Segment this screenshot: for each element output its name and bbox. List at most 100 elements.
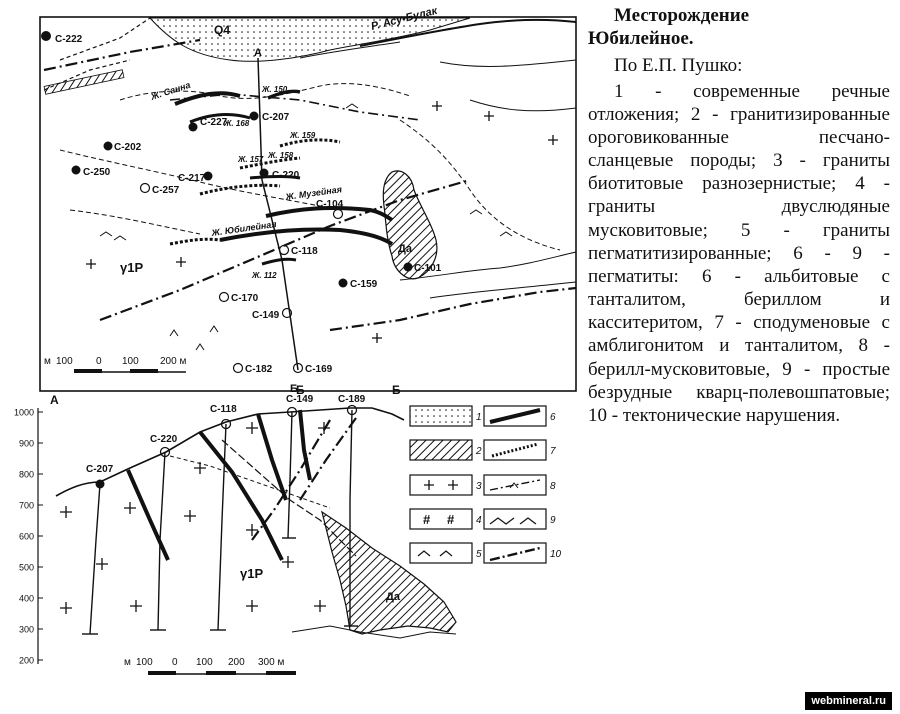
vein-112 xyxy=(261,257,297,266)
legend-peg-symbol xyxy=(417,550,453,557)
boundary-line xyxy=(69,209,201,235)
well-marker xyxy=(278,244,290,256)
legend-number: 6 xyxy=(550,412,556,423)
geologic-map: С-222 С-227 С-207 С-202 С-250 С-217 С-25… xyxy=(39,5,577,395)
vein-168 xyxy=(189,113,251,124)
section-boundary xyxy=(169,455,331,509)
section-start-label: А xyxy=(50,393,59,407)
scale-tick: 200 xyxy=(228,657,245,668)
legend-number: 10 xyxy=(550,549,562,560)
section-well-label: С-220 xyxy=(150,434,178,445)
scale-tick: 0 xyxy=(96,356,102,367)
vein-sanna xyxy=(174,91,241,106)
depth-tick-label: 200 xyxy=(19,656,34,666)
vein-label: Ж. 158 xyxy=(267,151,294,160)
contour-line xyxy=(469,99,577,112)
well-marker xyxy=(281,307,293,319)
map-scale-bar: м 100 0 100 200 м xyxy=(44,356,186,373)
caption-body: 1 - современные речные отложения; 2 - гр… xyxy=(588,80,890,426)
legend-swatch-1 xyxy=(409,405,473,427)
legend-swatch-9 xyxy=(483,508,547,530)
well-marker xyxy=(332,208,344,220)
river-line xyxy=(359,18,577,47)
well-marker xyxy=(292,362,304,374)
contour-line xyxy=(439,59,577,67)
section-well-label: С-207 xyxy=(86,464,114,475)
well-label: С-202 xyxy=(114,142,142,153)
surface-profile xyxy=(55,407,405,497)
section-veins xyxy=(126,409,312,561)
section-da-body xyxy=(321,510,457,635)
depth-tick-label: 600 xyxy=(19,532,34,542)
well-marker xyxy=(139,182,151,194)
fault-line xyxy=(43,38,201,72)
vein-159 xyxy=(279,138,341,148)
legend-swatch-3 xyxy=(409,474,473,496)
scale-tick: 100 xyxy=(136,657,153,668)
legend-peg-symbol xyxy=(489,517,537,525)
well-label: С-170 xyxy=(231,293,259,304)
caption-title: Месторождение xyxy=(614,5,750,26)
legend-number: 4 xyxy=(476,515,482,526)
section-fault xyxy=(251,419,331,541)
boundary-line xyxy=(399,119,561,251)
legend-swatch-5 xyxy=(409,542,473,564)
well-label: С-257 xyxy=(152,185,180,196)
fault-line xyxy=(169,93,421,121)
legend-number: 1 xyxy=(476,412,482,423)
caption-block: Месторождение Юбилейное. По Е.П. Пушко: … xyxy=(588,4,890,427)
legend-number: 8 xyxy=(550,481,556,492)
well-label: С-250 xyxy=(83,167,111,178)
map-wells xyxy=(41,31,413,374)
section-granite-crosses xyxy=(60,422,330,614)
well-label: С-159 xyxy=(350,279,378,290)
well-label: С-169 xyxy=(305,364,333,375)
depth-tick-label: 500 xyxy=(19,563,34,573)
caption-title-line2: Юбилейное. xyxy=(588,28,694,50)
legend-cross-symbol xyxy=(424,480,458,490)
depth-tick-label: 900 xyxy=(19,439,34,449)
legend-number: 9 xyxy=(550,515,556,526)
da-label: Дa xyxy=(398,243,413,255)
well-marker xyxy=(249,111,259,121)
depth-tick-label: 300 xyxy=(19,625,34,635)
section-well-label: С-189 xyxy=(338,394,366,405)
legend-number: 2 xyxy=(475,446,482,457)
section-scale-bar: м 100 0 100 200 300 м xyxy=(124,657,296,675)
section-line xyxy=(257,57,299,371)
vein-yubileinaya-ext xyxy=(169,237,221,246)
fault-line xyxy=(329,286,577,332)
section-well-markers xyxy=(95,404,358,489)
legend: 1 2 3 # # 4 5 6 7 8 9 10 xyxy=(409,405,562,564)
scale-tick: 200 м xyxy=(160,356,186,367)
vein-150 xyxy=(267,89,301,100)
well-marker xyxy=(338,278,348,288)
legend-number: 7 xyxy=(550,446,556,457)
section-well-label: С-118 xyxy=(210,404,237,415)
site-badge[interactable]: webmineral.ru xyxy=(805,692,892,710)
vein-label: Ж. 150 xyxy=(261,85,288,94)
vein-muzeinaya xyxy=(265,206,394,222)
well-label: С-101 xyxy=(414,263,442,274)
alluvium-zone xyxy=(148,17,471,62)
well-label: С-118 xyxy=(291,246,318,257)
vein-label: Ж. 112 xyxy=(251,271,277,280)
scale-tick: 100 xyxy=(56,356,73,367)
section-fault xyxy=(299,417,357,501)
boundary-line xyxy=(59,149,331,209)
well-marker xyxy=(71,165,81,175)
well-marker xyxy=(218,291,230,303)
pegmatite-strip xyxy=(43,69,125,95)
vein-yubileinaya xyxy=(219,227,394,246)
section-da-label: Дa xyxy=(386,591,401,603)
scale-tick: 300 м xyxy=(258,657,284,668)
legend-swatch-2 xyxy=(409,439,473,461)
vein-label: Ж. 159 xyxy=(289,131,316,140)
well-label: С-222 xyxy=(55,34,83,45)
section-bend-label: Б xyxy=(290,383,298,395)
boundary-line xyxy=(59,17,151,61)
well-marker xyxy=(403,262,413,272)
well-label: С-220 xyxy=(272,170,300,181)
well-label: С-207 xyxy=(262,112,290,123)
